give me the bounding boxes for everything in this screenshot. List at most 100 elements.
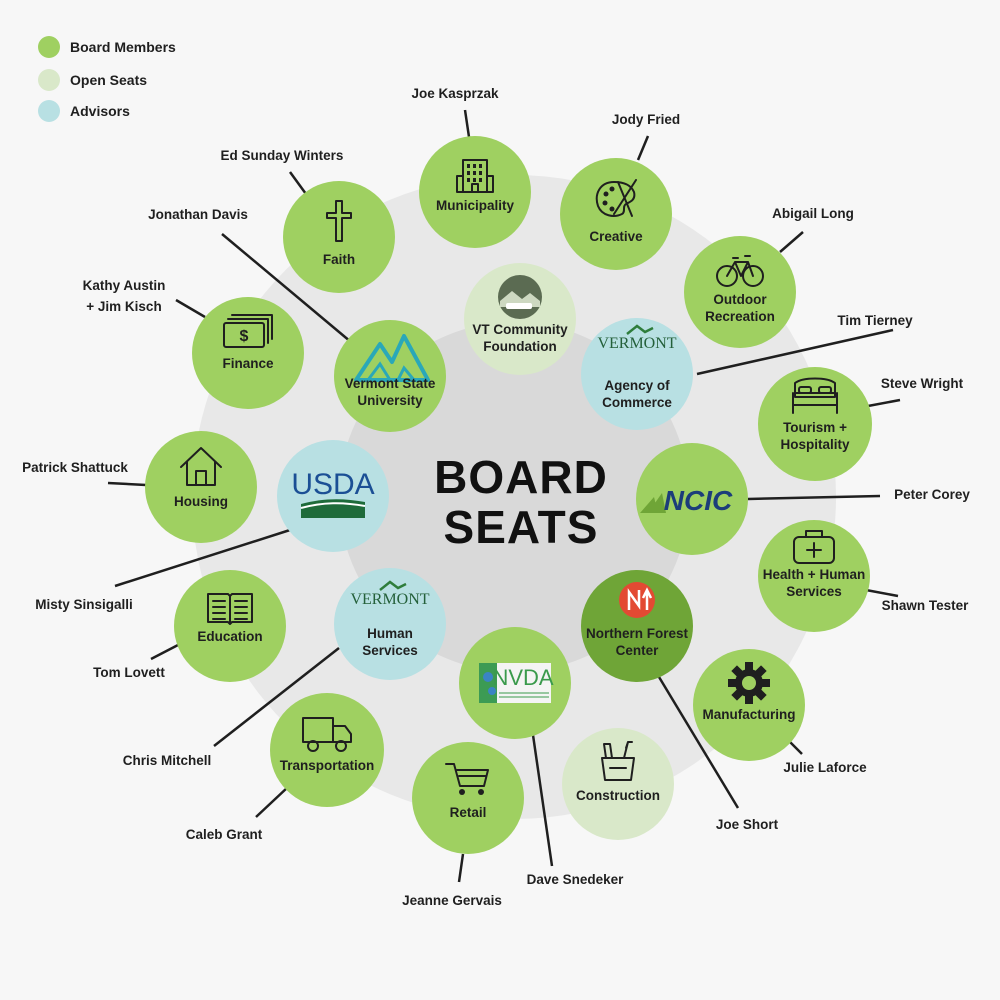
toolbox-icon [601, 741, 635, 781]
person-label-ncic: Peter Corey [894, 487, 970, 502]
seat-circle-transportation [270, 693, 384, 807]
connector-line-transportation [255, 786, 289, 818]
seat-circle-ncic [636, 443, 748, 555]
gear-icon [728, 662, 770, 704]
person-label-transportation: Caleb Grant [186, 827, 263, 842]
seat-circle-finance [192, 297, 304, 409]
seat-label-vt-community-foundation: VT Community [472, 322, 568, 337]
seat-tourism-hospitality: Tourism +Hospitality [758, 367, 872, 481]
connector-line-finance [175, 298, 206, 319]
seat-label-outdoor-recreation: Outdoor [713, 292, 767, 307]
bed-icon [792, 377, 838, 414]
book-icon [207, 593, 253, 625]
connector-line-retail [457, 853, 465, 883]
legend-label-open-seats: Open Seats [70, 72, 147, 88]
seat-label-finance: Finance [222, 356, 274, 371]
seat-education: Education [174, 570, 286, 682]
person-label-retail: Jeanne Gervais [402, 893, 502, 908]
seat-circle-health-human-services [758, 520, 870, 632]
person-label-vermont-state-university: Jonathan Davis [148, 207, 248, 222]
seat-label-faith: Faith [323, 252, 355, 267]
seat-nvda: NVDA [459, 627, 571, 739]
seat-retail: Retail [412, 742, 524, 854]
seat-label-tourism-hospitality: Hospitality [780, 437, 850, 452]
seat-label-vermont-state-university: University [357, 393, 423, 408]
ncic-logo-text: NCIC [664, 485, 733, 516]
legend: Board Members Open Seats Advisors [38, 36, 176, 122]
diagram-title-line2: SEATS [444, 501, 599, 553]
seat-label-northern-forest-center: Center [616, 643, 660, 658]
nfc-logo [619, 582, 655, 618]
house-icon [180, 447, 222, 486]
connector-line-outdoor-recreation [779, 231, 804, 253]
seat-label-construction: Construction [576, 788, 660, 803]
person-label-creative: Jody Fried [612, 112, 680, 127]
person-label-finance: + Jim Kisch [86, 299, 161, 314]
seat-label-health-human-services: Health + Human [763, 567, 865, 582]
seat-housing: Housing [145, 431, 257, 543]
seat-label-manufacturing: Manufacturing [703, 707, 796, 722]
vermont-logo-text: VERMONT [597, 335, 676, 352]
connector-line-vt-human-services [213, 647, 340, 747]
seat-transportation: Transportation [270, 693, 384, 807]
vermont-logo-text: VERMONT [350, 591, 429, 608]
person-label-municipality: Joe Kasprzak [411, 86, 499, 101]
connector-line-agency-of-commerce [696, 328, 894, 376]
connector-line-health-human-services [865, 588, 899, 598]
seat-construction: Construction [562, 728, 674, 840]
nvda-logo-text: NVDA [492, 665, 553, 690]
person-label-nvda: Dave Snedeker [527, 872, 625, 887]
usda-logo-text: USDA [291, 468, 374, 501]
connector-line-creative [636, 135, 650, 161]
legend-label-advisors: Advisors [70, 103, 130, 119]
seat-circle-manufacturing [693, 649, 805, 761]
person-label-manufacturing: Julie Laforce [783, 760, 867, 775]
connector-line-vermont-state-university [221, 233, 352, 343]
seat-circle-vermont-state-university [334, 320, 446, 432]
person-label-agency-of-commerce: Tim Tierney [837, 313, 913, 328]
seat-circle-housing [145, 431, 257, 543]
person-label-northern-forest-center: Joe Short [716, 817, 779, 832]
seat-circle-northern-forest-center [581, 570, 693, 682]
seat-circle-retail [412, 742, 524, 854]
person-label-usda: Misty Sinsigalli [35, 597, 133, 612]
cross-icon [326, 200, 352, 242]
person-label-housing: Patrick Shattuck [22, 460, 128, 475]
seat-circle-construction [562, 728, 674, 840]
seat-label-northern-forest-center: Northern Forest [586, 626, 689, 641]
bicycle-icon [716, 255, 764, 287]
vermont-logo: VERMONT [350, 580, 430, 608]
connector-line-municipality [463, 109, 471, 138]
legend-label-board-members: Board Members [70, 39, 176, 55]
person-label-vt-human-services: Chris Mitchell [123, 753, 212, 768]
money-icon: $ [223, 314, 273, 348]
building-icon [456, 159, 494, 193]
legend-swatch-board-members [38, 36, 60, 58]
connector-line-ncic [747, 494, 881, 501]
mountain-logo [354, 334, 430, 382]
connector-line-housing [107, 481, 147, 487]
seat-creative: Creative [560, 158, 672, 270]
seat-municipality: Municipality [419, 136, 531, 248]
connector-line-tourism-hospitality [867, 398, 901, 408]
usda-logo: USDA [291, 468, 375, 518]
connector-line-education [150, 643, 179, 661]
person-label-finance: Kathy Austin [83, 278, 166, 293]
ncic-logo: NCIC [640, 485, 733, 516]
landscape-logo [498, 275, 542, 319]
connector-line-faith [288, 171, 308, 195]
legend-swatch-open-seats [38, 69, 60, 91]
seat-label-health-human-services: Services [786, 584, 842, 599]
seat-label-municipality: Municipality [436, 198, 514, 213]
seat-label-retail: Retail [450, 805, 487, 820]
connector-line-nvda [531, 734, 554, 867]
legend-swatch-advisors [38, 100, 60, 122]
truck-icon [302, 717, 352, 752]
seat-label-education: Education [197, 629, 262, 644]
seat-label-creative: Creative [589, 229, 643, 244]
